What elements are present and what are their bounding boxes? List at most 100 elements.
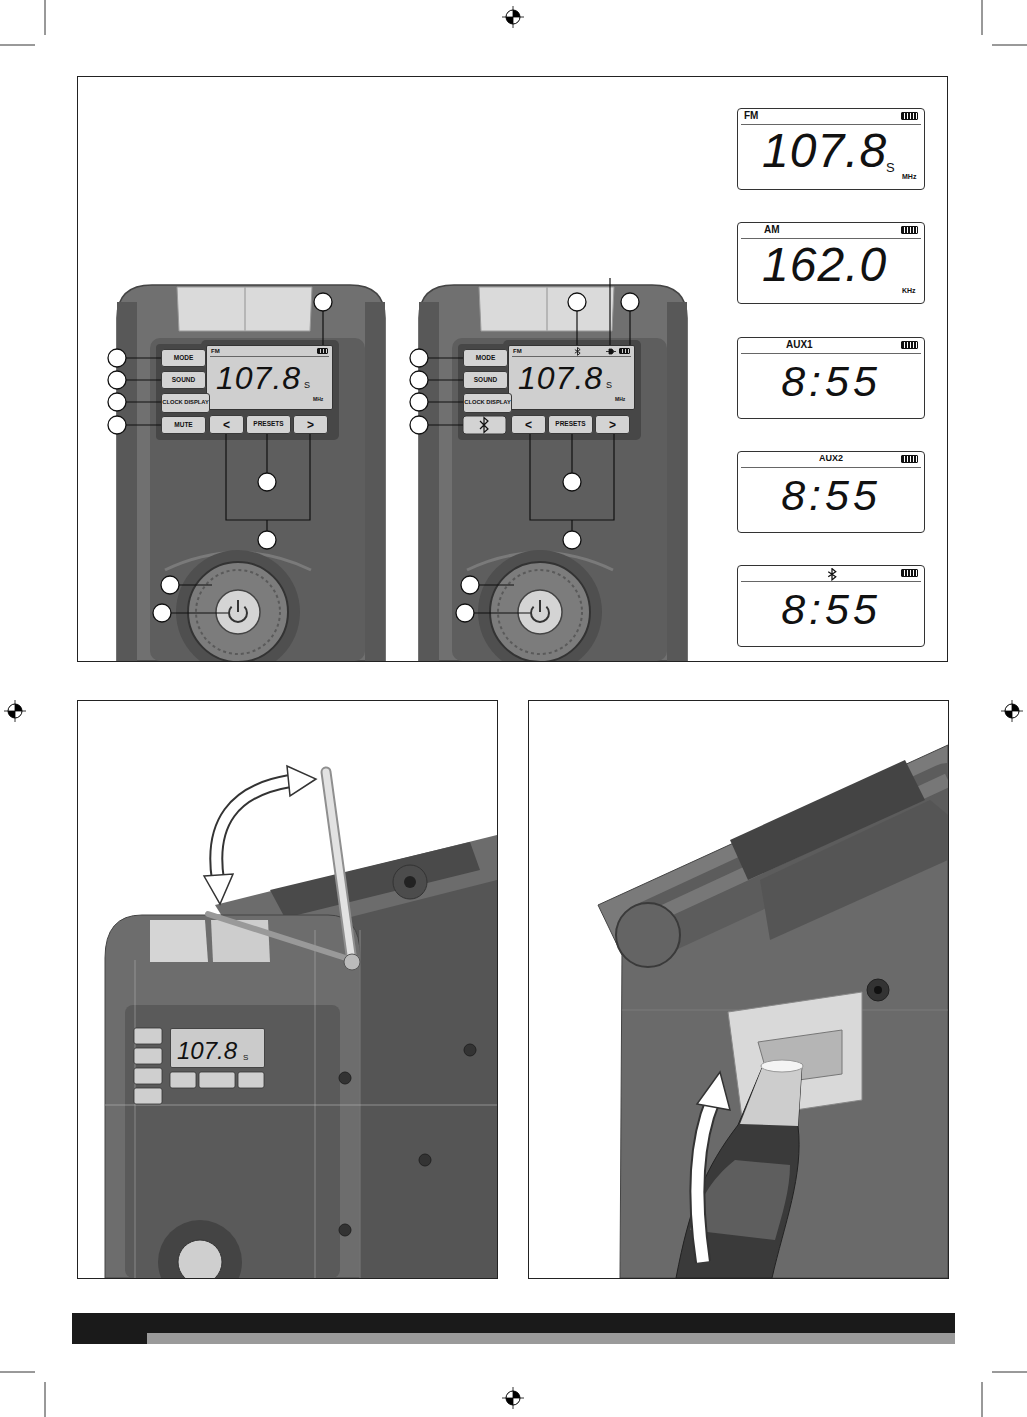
control-button: > [595, 415, 630, 434]
illustration-part [45, 1382, 46, 1417]
power-plug-icon [606, 348, 616, 355]
illustration-part [134, 1028, 264, 1104]
illustration-part [456, 604, 474, 622]
illustration-part [760, 800, 948, 940]
illustration-part [171, 612, 228, 613]
bluetooth-icon [574, 347, 581, 356]
illustration-part [266, 520, 267, 531]
illustration-part [153, 604, 171, 622]
control-button: SOUND [161, 371, 206, 389]
display-text: FM [513, 348, 522, 354]
illustration-part [676, 1064, 802, 1278]
illustration-part [404, 876, 416, 888]
illustration-part [576, 311, 577, 349]
lcd-display: FM107.8SMHz [508, 345, 635, 410]
illustration-part [479, 584, 514, 585]
button-label: CLOCK DISPLAY [464, 400, 510, 406]
illustration-part [464, 1044, 476, 1056]
separator-line [741, 467, 921, 468]
illustration-part [0, 1372, 35, 1373]
display-text: KHz [902, 287, 916, 294]
illustration-part [258, 473, 276, 491]
radio-panels [108, 278, 687, 661]
illustration-part [314, 293, 332, 311]
illustration-part [238, 1072, 264, 1088]
illustration-part [621, 293, 639, 311]
illustration-part [563, 531, 581, 549]
battery-icon [317, 348, 328, 354]
illustration-part [45, 0, 46, 35]
illustration-part [0, 45, 35, 46]
illustration-part [867, 979, 889, 1001]
display-text: AUX1 [786, 340, 813, 350]
illustration-part [419, 285, 687, 661]
button-label: CLOCK DISPLAY [162, 400, 208, 406]
illustration-part [428, 401, 463, 402]
control-button: PRESETS [246, 415, 291, 434]
button-label: MUTE [174, 422, 192, 429]
battery-icon [901, 455, 918, 463]
illustration-part [266, 434, 267, 473]
callout-circles [108, 293, 639, 622]
control-button: MODE [161, 349, 206, 367]
illustration-part [474, 612, 530, 613]
illustration-part [339, 1072, 351, 1084]
illustration-part [204, 874, 233, 904]
display-text: 107.8 [518, 362, 603, 394]
illustration-part [161, 576, 179, 594]
illustration-part [344, 954, 360, 970]
leader-lines [126, 278, 630, 613]
illustration-part [158, 1220, 242, 1278]
footer-tab [72, 1333, 147, 1344]
button-label: > [609, 419, 616, 431]
display-text: 162.0 [762, 241, 887, 289]
illustration-part [616, 903, 680, 967]
illustration-part [428, 424, 463, 425]
illustration-part [150, 920, 208, 962]
illustration-part [982, 1382, 983, 1417]
illustration-part [126, 357, 161, 358]
illustration-part [258, 531, 276, 549]
illustration-part [982, 0, 983, 35]
illustration-part [410, 371, 428, 389]
illustration-part [108, 393, 126, 411]
illustration-part [108, 416, 126, 434]
button-label: MODE [476, 355, 496, 362]
bluetooth-symbol [575, 347, 580, 355]
display-text: AM [764, 225, 780, 235]
battery-icon [901, 226, 918, 234]
illustration-part [428, 379, 463, 380]
button-label: MODE [174, 355, 194, 362]
button-label: SOUND [172, 377, 195, 384]
antenna-illustration [105, 766, 497, 1278]
bluetooth-symbol [480, 418, 488, 433]
display-text: 8:55 [738, 474, 924, 517]
illustration-part [208, 914, 352, 960]
footer-band [147, 1333, 955, 1344]
illustration-part [134, 1028, 162, 1044]
battery-icon [619, 348, 630, 354]
illustration-part [697, 1072, 730, 1110]
illustration-part [629, 311, 630, 349]
illustration-part [226, 434, 310, 520]
illustration-part [170, 1072, 196, 1088]
display-text: MHz [313, 397, 323, 402]
control-button: < [511, 415, 546, 434]
display-text: S [304, 381, 310, 390]
control-button: CLOCK DISPLAY [463, 393, 512, 413]
separator-line [741, 581, 921, 582]
illustration-part [322, 311, 323, 349]
illustration-part [126, 401, 161, 402]
illustration-part [502, 6, 524, 28]
illustration-part [326, 772, 352, 962]
illustration-part [4, 700, 26, 722]
separator-line [741, 353, 921, 354]
illustration-part [502, 1387, 524, 1409]
bluetooth-icon [827, 568, 837, 581]
illustration-part [697, 1100, 713, 1262]
illustration-part [992, 1372, 1027, 1373]
illustration-part [740, 1064, 802, 1126]
display-text: MHz [902, 173, 916, 180]
